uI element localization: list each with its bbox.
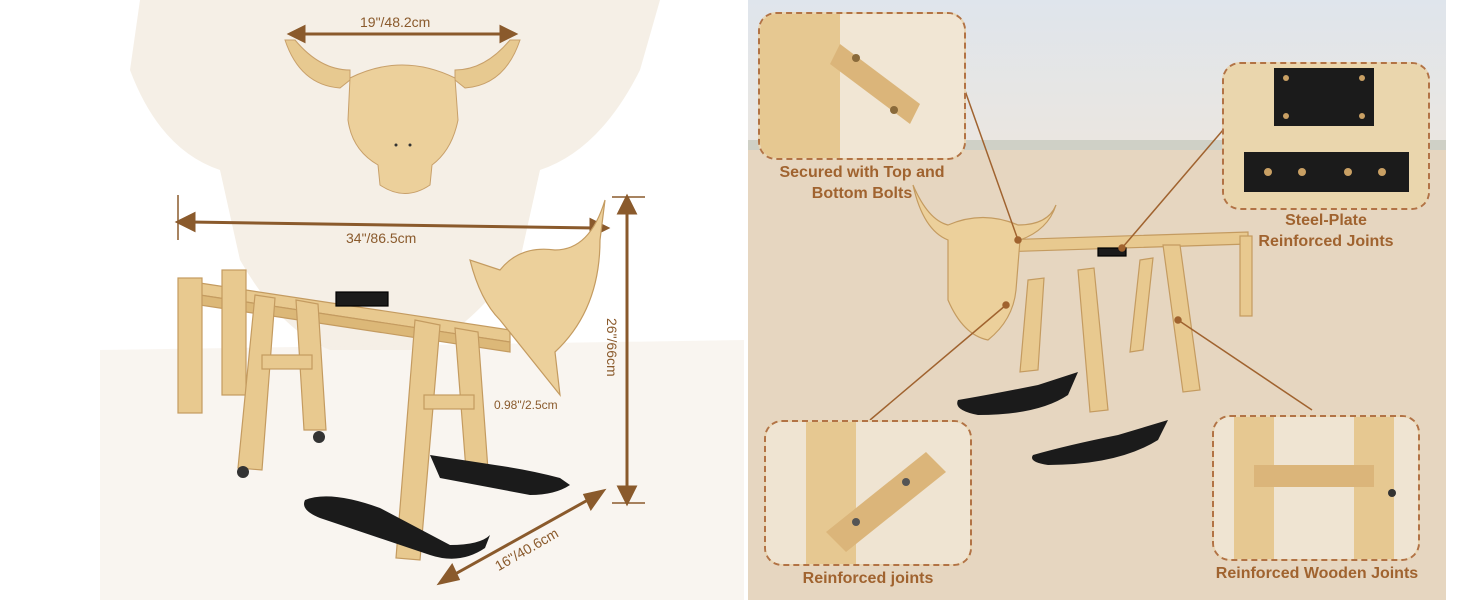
skis bbox=[304, 455, 570, 559]
bolts-callout: Secured with Top and Bottom Bolts bbox=[762, 162, 962, 204]
bull-head-front-view bbox=[284, 39, 521, 194]
head-width-label: 19"/48.2cm bbox=[360, 14, 431, 30]
features-panel: Secured with Top and Bottom Bolts Steel-… bbox=[748, 0, 1446, 600]
length-label: 34"/86.5cm bbox=[346, 230, 417, 246]
steel-plate-detail-image bbox=[1224, 64, 1428, 208]
bolts-detail-inset bbox=[758, 12, 966, 160]
reinforced-joints-callout: Reinforced joints bbox=[802, 570, 934, 587]
wooden-joints-callout: Reinforced Wooden Joints bbox=[1215, 565, 1419, 582]
wooden-joints-inset bbox=[1212, 415, 1420, 561]
skis-photo bbox=[957, 372, 1168, 465]
thickness-label: 0.98"/2.5cm bbox=[494, 398, 558, 412]
bolts-detail-image bbox=[760, 14, 964, 158]
steel-plate-callout: Steel-Plate Reinforced Joints bbox=[1226, 210, 1426, 252]
wooden-joints-image bbox=[1214, 417, 1418, 559]
reinforced-joints-inset bbox=[764, 420, 972, 566]
callout-leaders bbox=[869, 84, 1313, 421]
casters bbox=[237, 431, 325, 478]
bolts-callout-line1: Secured with Top and bbox=[779, 164, 945, 181]
steel-plate-callout-line1: Steel-Plate bbox=[1285, 212, 1367, 229]
steel-plate-detail-inset bbox=[1222, 62, 1430, 210]
dimension-panel: 19"/48.2cm 34"/86.5cm 26"/66cm 0.98"/2.5… bbox=[100, 0, 744, 600]
steel-plate-callout-line2: Reinforced Joints bbox=[1258, 233, 1394, 250]
riding-toy-frame bbox=[177, 199, 606, 561]
dimension-illustration bbox=[100, 0, 744, 600]
bolts-callout-line2: Bottom Bolts bbox=[811, 185, 913, 202]
height-label: 26"/66cm bbox=[604, 318, 620, 377]
reinforced-joints-image bbox=[766, 422, 970, 564]
riding-toy-photo bbox=[912, 184, 1253, 413]
